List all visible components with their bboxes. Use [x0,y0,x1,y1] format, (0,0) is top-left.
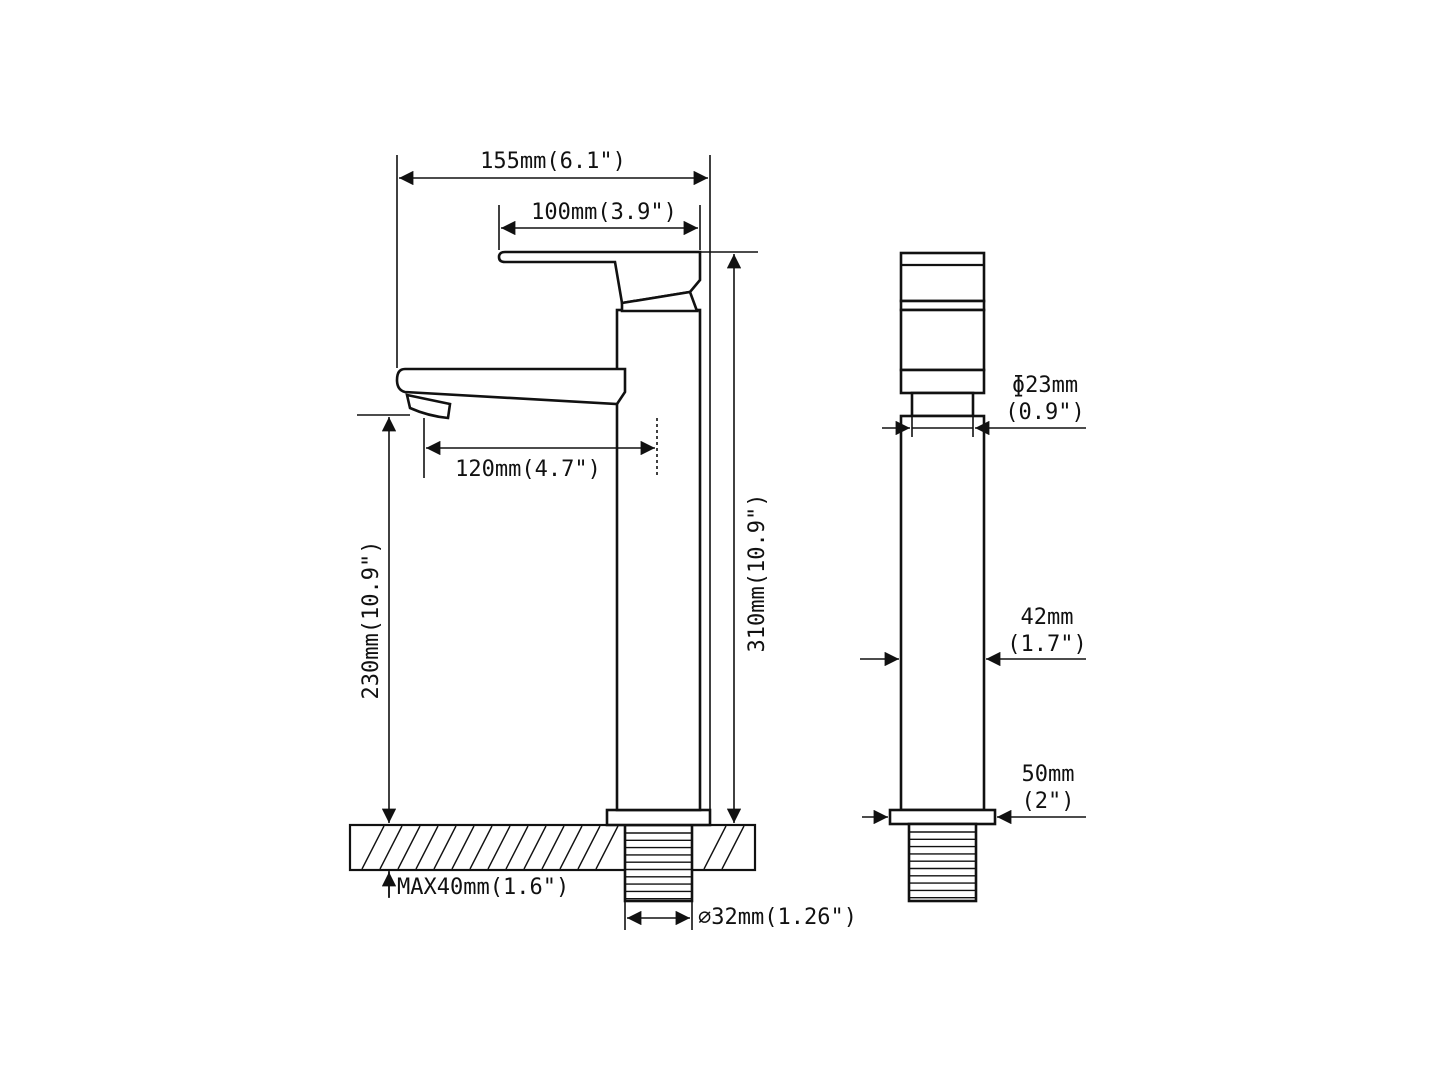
cartridge-stem [910,391,975,418]
base-plate [605,808,712,827]
label-body-width-in: (1.7") [1007,632,1086,657]
deck-hatch-line [559,825,583,870]
faucet-body [615,308,702,812]
threaded-shank [623,823,694,903]
label-base-width-mm: 50mm [1022,762,1075,787]
label-cartridge-diameter-mm: ɸ23mm [1012,373,1078,398]
deck-hatch-line [703,825,727,870]
label-spout-height: 230mm(10.9") [359,541,384,700]
label-cartridge-diameter-in: (0.9") [1005,400,1084,425]
label-deck-thickness: MAX40mm(1.6") [397,875,569,900]
front-body [899,414,986,812]
deck-hatch-line [577,825,601,870]
label-shank-diameter: ∅32mm(1.26") [698,905,857,930]
front-base-plate [888,808,997,826]
deck-hatch-line [541,825,565,870]
deck-hatch-line [397,825,421,870]
front-threaded-shank [907,822,978,903]
deck-hatch-line [469,825,493,870]
deck-hatch-line [505,825,529,870]
spout [395,367,627,420]
cartridge-cap [899,251,986,303]
deck-hatch-line [523,825,547,870]
deck-hatch-line [415,825,439,870]
front-view: ɸ23mm (0.9") 42mm (1.7") 50mm (2") [860,251,1087,903]
label-base-width-in: (2") [1022,789,1075,814]
label-overall-length: 155mm(6.1") [480,149,626,174]
label-body-width-mm: 42mm [1021,605,1074,630]
label-spout-reach: 120mm(4.7") [455,457,601,482]
deck-hatch-line [433,825,457,870]
deck-hatch-line [721,825,745,870]
countertop-deck [348,823,757,872]
label-total-height: 310mm(10.9") [745,494,770,653]
label-handle-length: 100mm(3.9") [531,200,677,225]
lever-handle [497,250,702,313]
deck-hatch-line [487,825,511,870]
deck-hatch-line [379,825,403,870]
deck-hatch-line [361,825,385,870]
deck-hatch-line [595,825,619,870]
deck-hatch-line [451,825,475,870]
side-view: 155mm(6.1") 100mm(3.9") 120mm(4.7") 230m… [348,149,857,930]
